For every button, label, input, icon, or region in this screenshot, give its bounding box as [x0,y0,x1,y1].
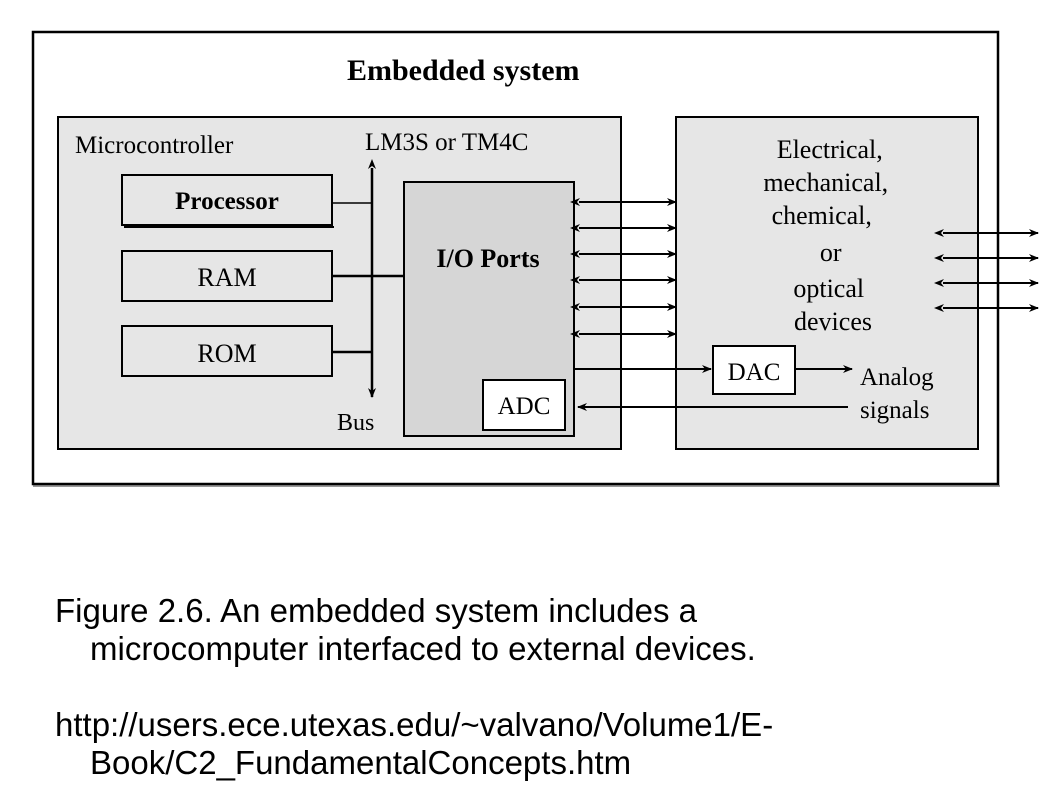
devices-line-5: optical [793,274,864,303]
devices-line-6: devices [794,307,872,336]
microcontroller-label: Microcontroller [75,132,234,159]
source-url: http://users.ece.utexas.edu/~valvano/Vol… [55,706,1035,782]
devices-line-2: mechanical, [763,168,888,197]
io-ports-label: I/O Ports [436,244,539,273]
embedded-system-diagram: Embedded system Microcontroller LM3S or … [31,30,1039,487]
source-url-line-1: http://users.ece.utexas.edu/~valvano/Vol… [55,706,774,743]
source-url-line-2: Book/C2_FundamentalConcepts.htm [90,744,632,781]
devices-line-1: Electrical, [777,135,883,164]
ram-block [121,250,333,302]
dac-block [712,345,796,395]
adc-block [482,379,566,431]
diagram-title: Embedded system [347,54,580,87]
devices-label: Electrical, mechanical, chemical, or opt… [763,135,894,336]
external-lines [934,229,1039,312]
figure-caption: Figure 2.6. An embedded system includes … [55,592,1035,668]
devices-line-4: or [820,238,842,267]
chip-label: LM3S or TM4C [365,129,528,156]
analog-label-line-2: signals [860,397,929,424]
processor-label: Processor [175,188,279,215]
bus-label: Bus [337,410,374,436]
ram-label: RAM [197,263,256,292]
analog-label-line-1: Analog [860,364,934,391]
figure-caption-line-1: Figure 2.6. An embedded system includes … [55,592,698,629]
processor-block [121,174,333,226]
adc-label: ADC [498,393,551,420]
figure-caption-line-2: microcomputer interfaced to external dev… [90,630,756,667]
rom-label: ROM [197,339,256,368]
devices-line-3: chemical, [772,201,872,230]
analog-signals-label: Analog signals [860,364,940,424]
dac-label: DAC [728,359,781,386]
io-port-lines [570,198,677,338]
